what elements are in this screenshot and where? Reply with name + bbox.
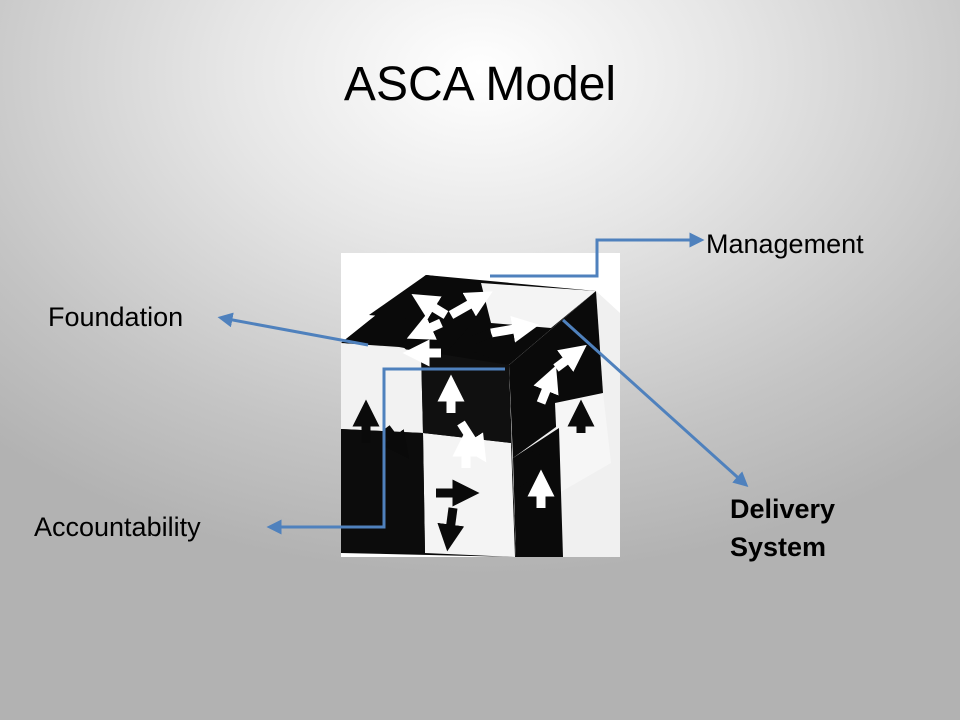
- delivery-system-connector: [561, 318, 749, 488]
- accountability-label: Accountability: [34, 512, 201, 542]
- delivery-system-label: Delivery System: [730, 494, 836, 562]
- cube-image: [341, 253, 620, 557]
- foundation-label: Foundation: [48, 302, 184, 332]
- management-label: Management: [706, 229, 864, 259]
- foundation-connector: [217, 312, 369, 347]
- accountability-connector: [266, 367, 505, 535]
- slide-title: ASCA Model: [343, 58, 617, 111]
- management-connector: [490, 232, 705, 278]
